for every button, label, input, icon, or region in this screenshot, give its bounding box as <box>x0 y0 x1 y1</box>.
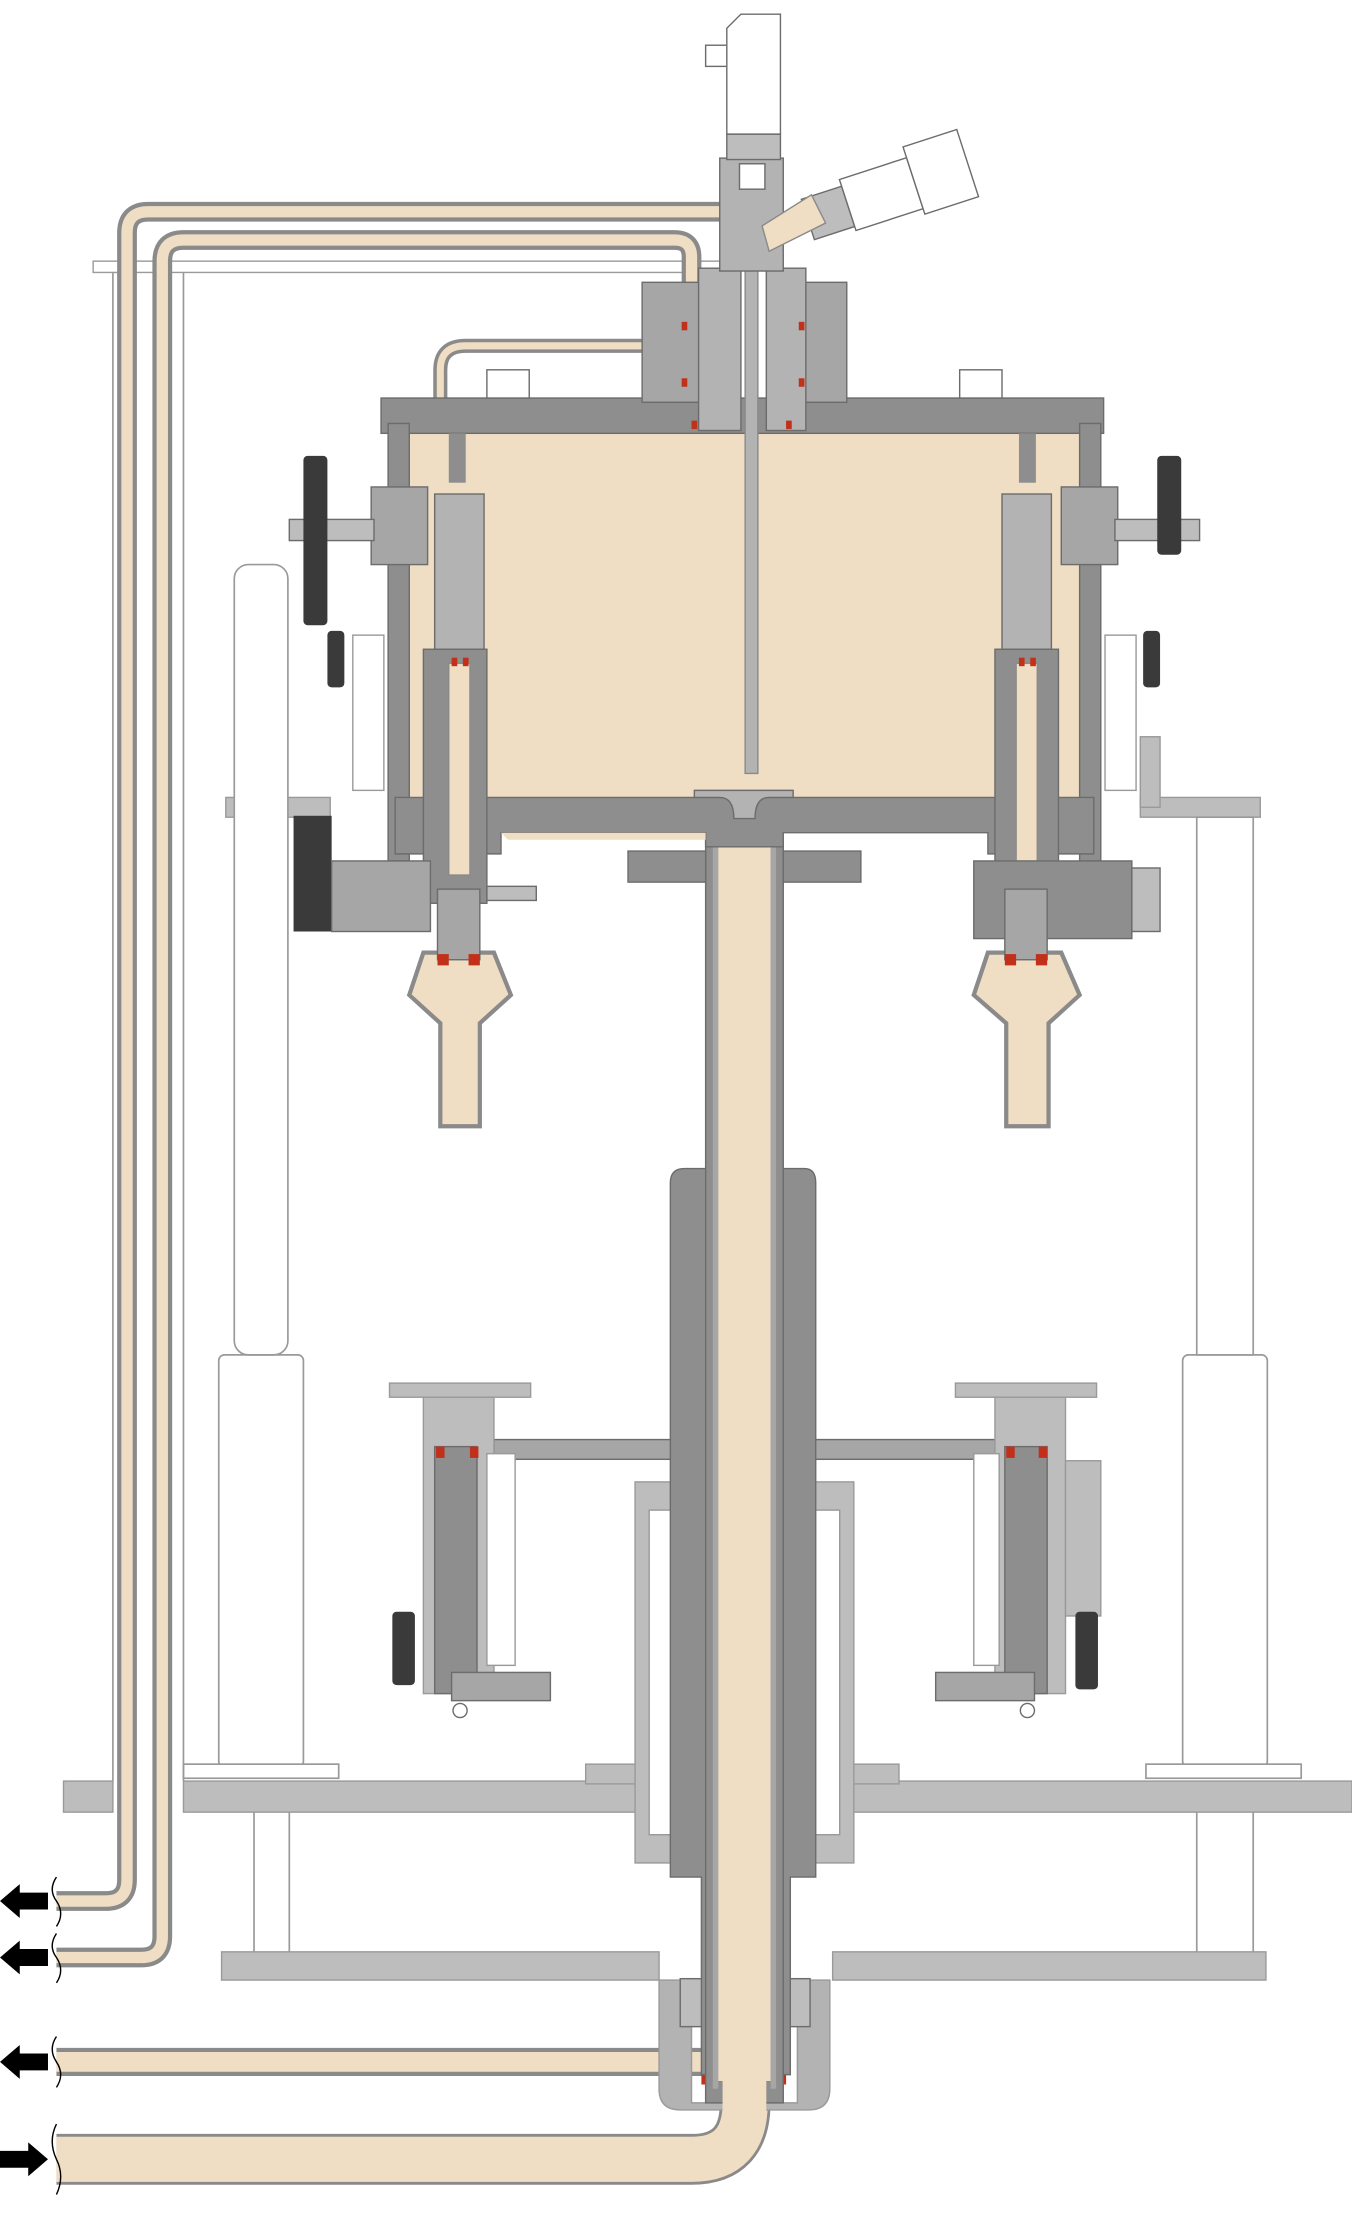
arrow-left-icon <box>0 2044 48 2079</box>
arrow-right-icon <box>0 2142 48 2177</box>
arrow-left-icon <box>0 1940 48 1975</box>
flow-arrows <box>0 1884 48 2177</box>
lower-unit-right <box>934 1382 1102 1719</box>
arrow-left-icon <box>0 1884 48 1918</box>
machine-frame <box>62 260 1352 1981</box>
top-head-assembly <box>641 13 980 432</box>
support-columns <box>112 272 1303 1952</box>
lower-bearing-housing <box>658 1977 831 2111</box>
central-product-pipe <box>704 839 784 2117</box>
filling-valve-left <box>288 455 537 1129</box>
pipe-break-marks <box>51 1876 62 2195</box>
filling-valve-right <box>971 455 1201 1129</box>
lower-unit-left <box>388 1382 552 1719</box>
